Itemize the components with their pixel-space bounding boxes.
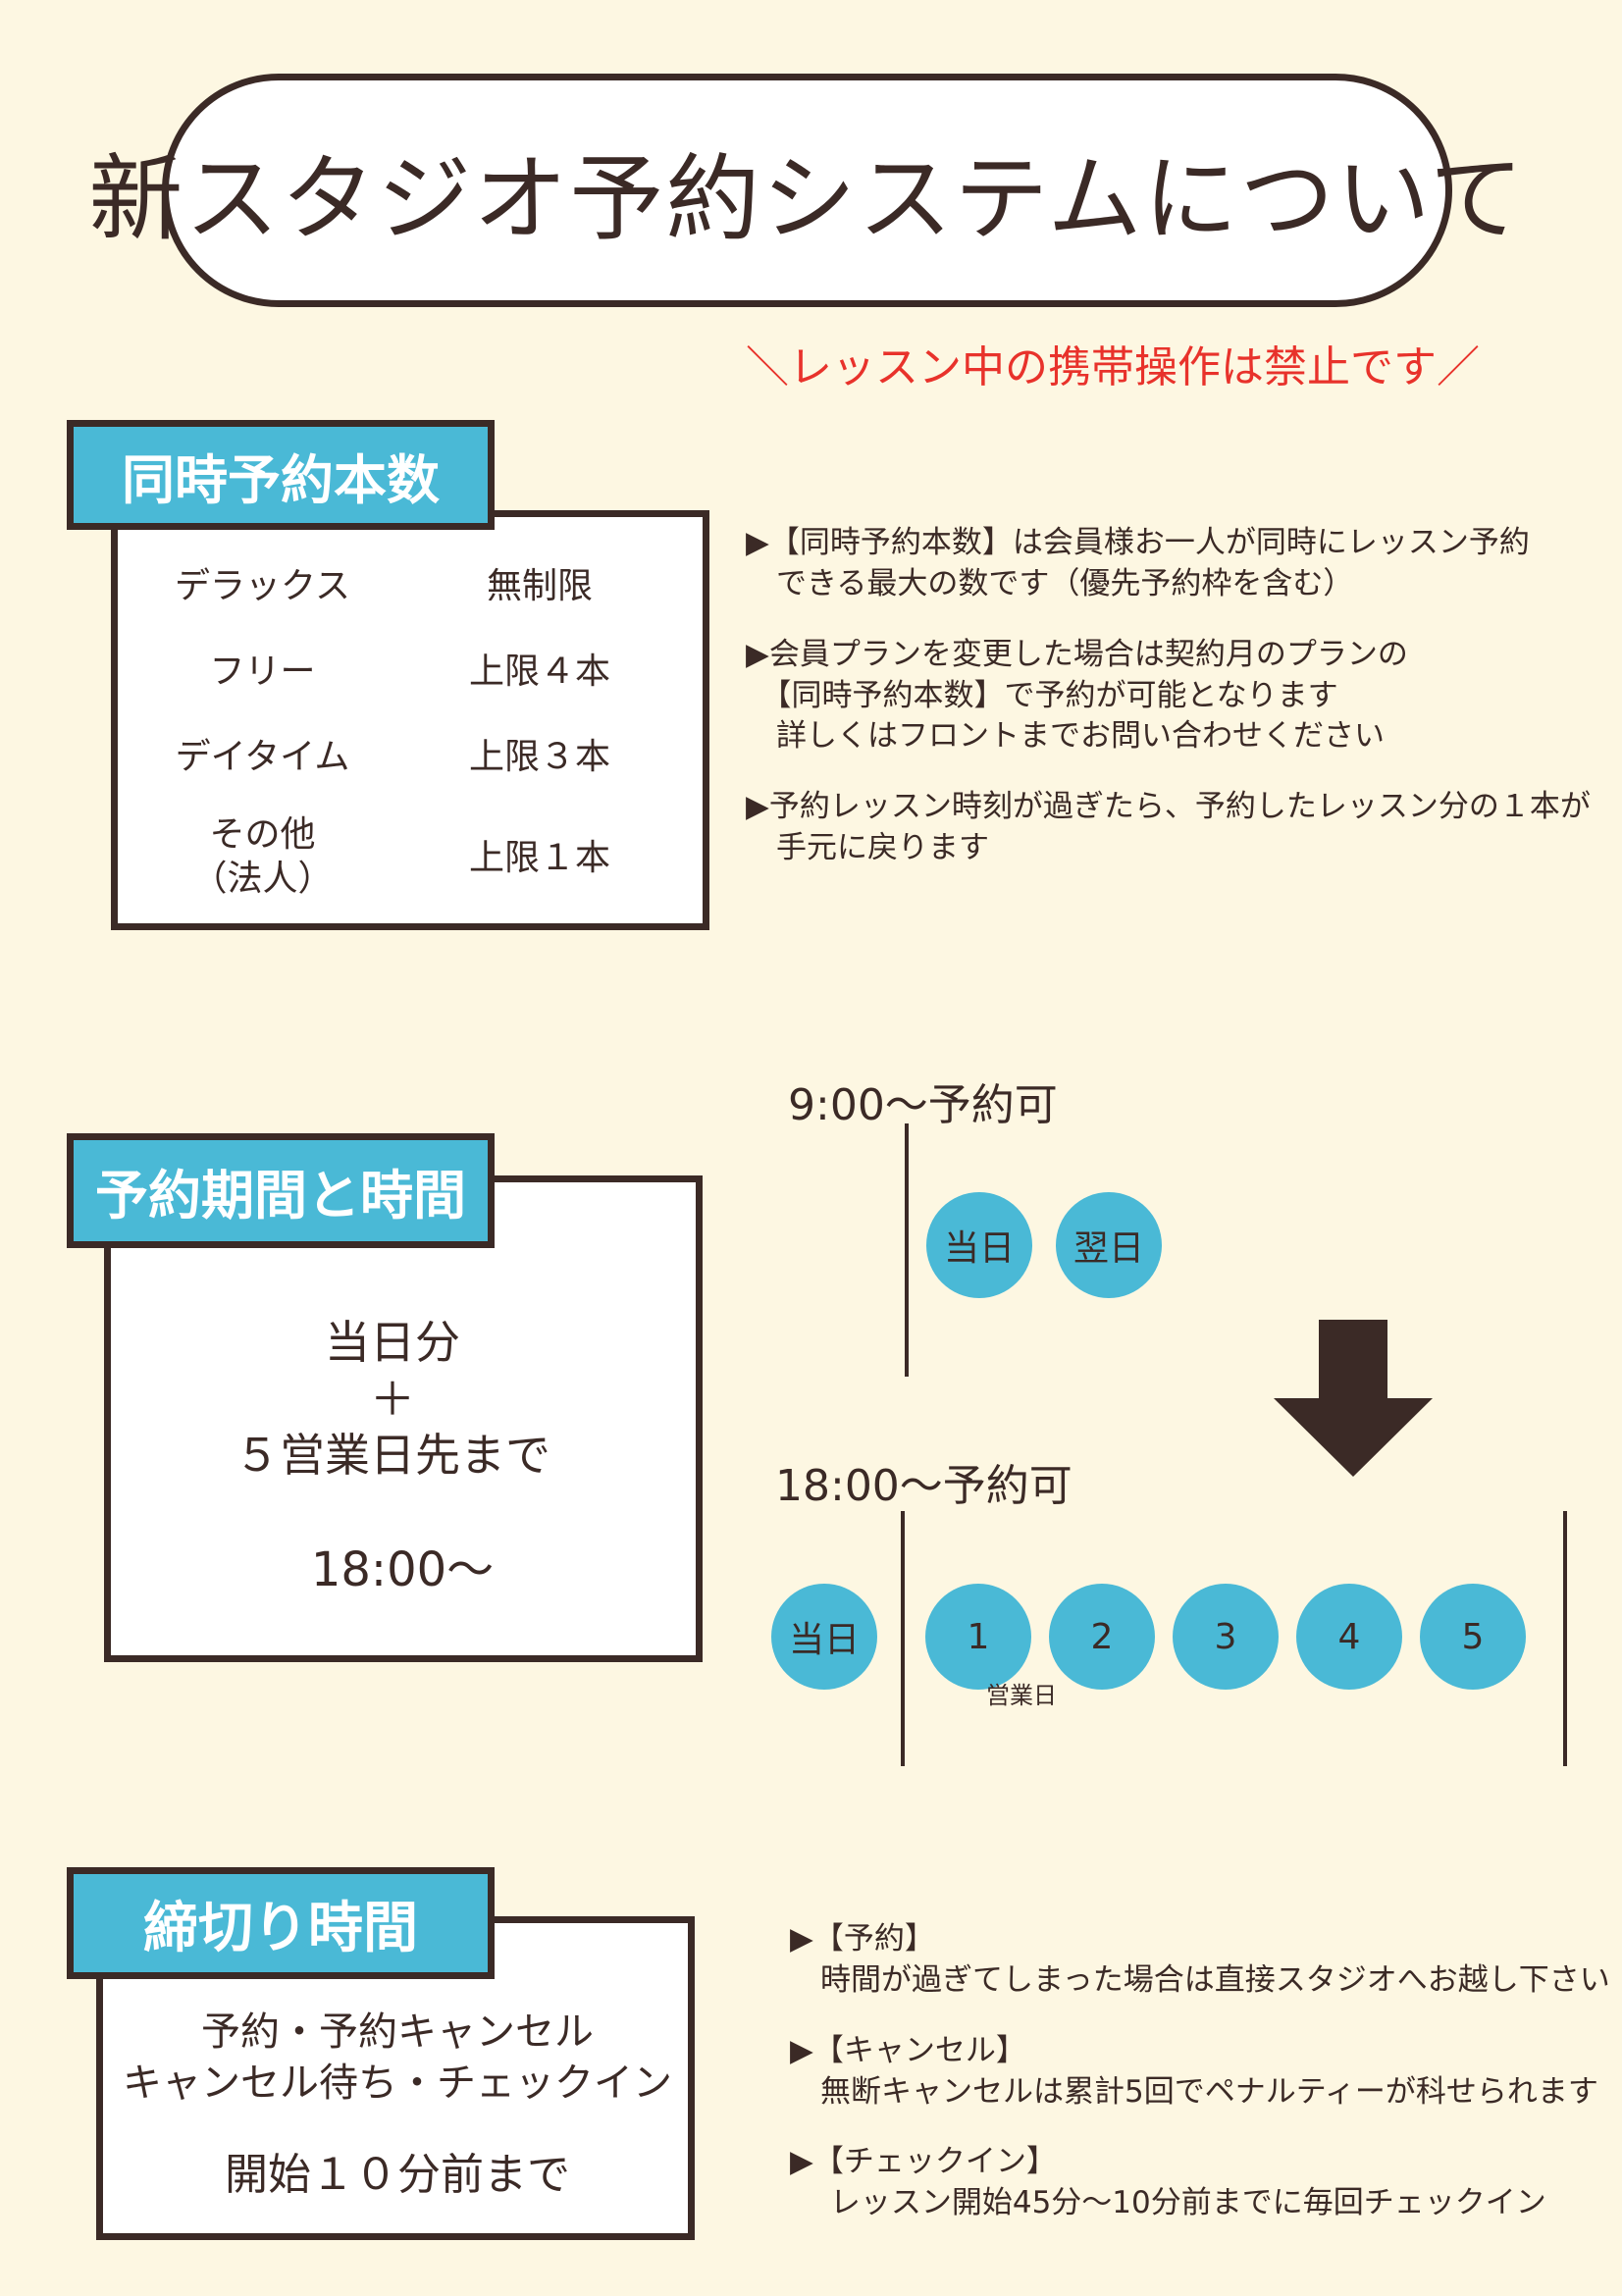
note-1: ▶【同時予約本数】は会員様お一人が同時にレッスン予約 できる最大の数です（優先予…	[746, 525, 1530, 601]
deadline-line2: キャンセル待ち・チェックイン	[123, 2061, 672, 2106]
time2-label: 18:00～予約可	[775, 1461, 1073, 1511]
plan-name-deluxe: デラックス	[175, 566, 350, 606]
time1-line	[905, 1123, 909, 1377]
note-3: ▶予約レッスン時刻が過ぎたら、予約したレッスン分の１本が 手元に戻ります	[746, 789, 1591, 866]
circle-day-4: 4	[1296, 1584, 1402, 1690]
plan-value-deluxe: 無制限	[486, 566, 593, 606]
plan-value-other: 上限１本	[468, 838, 610, 878]
plan-value-daytime: 上限３本	[468, 737, 610, 777]
circle-day-3: 3	[1173, 1584, 1279, 1690]
circle-day-5: 5	[1420, 1584, 1526, 1690]
section3-label: 締切り時間	[67, 1867, 495, 1979]
section3-label-text: 締切り時間	[143, 1896, 418, 1960]
circle-today-2: 当日	[771, 1584, 877, 1690]
plan-name-other: その他	[209, 814, 316, 855]
deadline-line1: 予約・予約キャンセル	[201, 2009, 594, 2055]
plan-name-other-corp: （法人）	[191, 859, 334, 899]
circle-day-1: 1	[925, 1584, 1031, 1690]
time1-label: 9:00～予約可	[788, 1080, 1058, 1130]
notice-text: ＼レッスン中の携帯操作は禁止です／	[746, 342, 1480, 392]
note-2: ▶会員プランを変更した場合は契約月のプランの 【同時予約本数】で予約が可能となり…	[746, 636, 1408, 755]
period-five-days: ５営業日先まで	[235, 1429, 550, 1482]
period-today: 当日分	[325, 1316, 460, 1369]
circle-today-1: 当日	[926, 1192, 1032, 1298]
plan-name-daytime: デイタイム	[175, 737, 350, 777]
page-title: 新スタジオ予約システムについて	[88, 143, 1526, 254]
section2-label: 予約期間と時間	[67, 1133, 495, 1248]
note-cancel: ▶【キャンセル】 無断キャンセルは累計5回でペナルティーが科せられます	[790, 2032, 1598, 2110]
section3-notes: ▶【予約】 時間が過ぎてしまった場合は直接スタジオへお越し下さい ▶【キャンセル…	[790, 1919, 1610, 2224]
note-reserve: ▶【予約】 時間が過ぎてしまった場合は直接スタジオへお越し下さい	[790, 1921, 1610, 1998]
period-box	[104, 1175, 703, 1662]
circle-tomorrow: 翌日	[1056, 1192, 1162, 1298]
circle-day-2: 2	[1049, 1584, 1155, 1690]
plan-value-free: 上限４本	[468, 652, 610, 692]
plan-name-free: フリー	[209, 652, 316, 692]
period-time: 18:00～	[310, 1542, 495, 1597]
section1-label-text: 同時予約本数	[122, 448, 440, 511]
section1-notes: ▶【同時予約本数】は会員様お一人が同時にレッスン予約 できる最大の数です（優先予…	[746, 523, 1591, 869]
business-day-label: 営業日	[986, 1682, 1057, 1709]
period-plus: ＋	[370, 1373, 415, 1426]
note-checkin: ▶【チェックイン】 レッスン開始45分～10分前までに毎回チェックイン	[790, 2144, 1546, 2221]
time2-line-right	[1563, 1511, 1567, 1766]
title-banner: 新スタジオ予約システムについて	[88, 74, 1524, 307]
deadline-line3: 開始１０分前まで	[225, 2150, 570, 2200]
arrow-down-icon	[1274, 1320, 1433, 1477]
time2-line-left	[901, 1511, 905, 1766]
section2-label-text: 予約期間と時間	[95, 1165, 466, 1226]
section1-label: 同時予約本数	[67, 420, 495, 530]
